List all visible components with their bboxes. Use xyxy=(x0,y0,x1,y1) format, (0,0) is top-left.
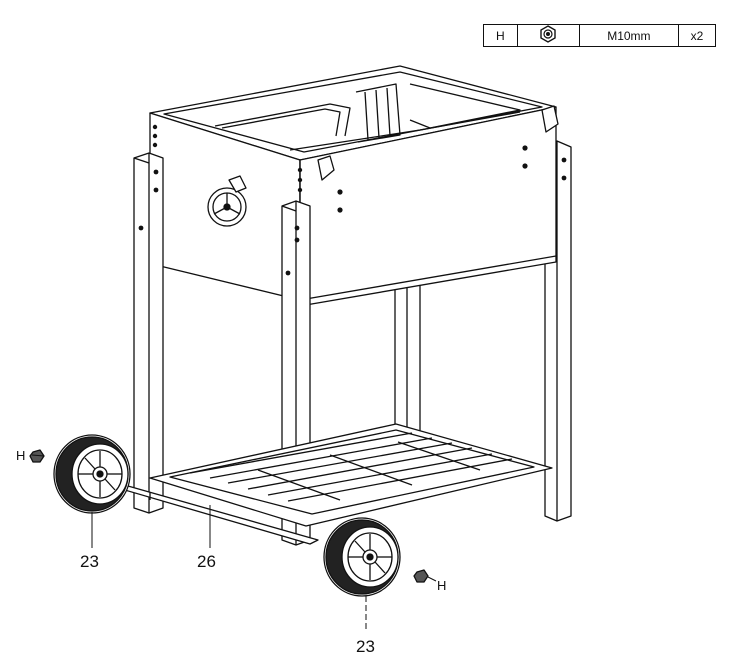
bottom-shelf xyxy=(149,423,553,527)
firebox xyxy=(149,65,559,307)
wheel-left-label: 23 xyxy=(80,552,99,571)
bolt-holes xyxy=(138,124,567,276)
hardware-table: H M10mm x2 xyxy=(483,24,717,47)
hardware-qty: x2 xyxy=(677,24,717,47)
nut-left-label: H xyxy=(16,448,25,463)
nut-icon-cell xyxy=(516,24,580,47)
vent-damper xyxy=(207,175,247,227)
left-wheel xyxy=(53,434,131,514)
nut-right-label: H xyxy=(437,578,446,593)
axle-label: 26 xyxy=(197,552,216,571)
nut-left xyxy=(29,449,45,463)
hardware-size: M10mm xyxy=(578,24,679,47)
nut-right xyxy=(413,569,429,583)
right-wheel xyxy=(323,517,401,597)
leader-lines xyxy=(31,454,437,630)
wheel-right-label: 23 xyxy=(356,637,375,656)
nut-icon xyxy=(540,25,556,43)
hardware-row: H M10mm x2 xyxy=(483,24,717,47)
front-left-leg xyxy=(133,152,164,514)
hardware-letter: H xyxy=(483,24,518,47)
